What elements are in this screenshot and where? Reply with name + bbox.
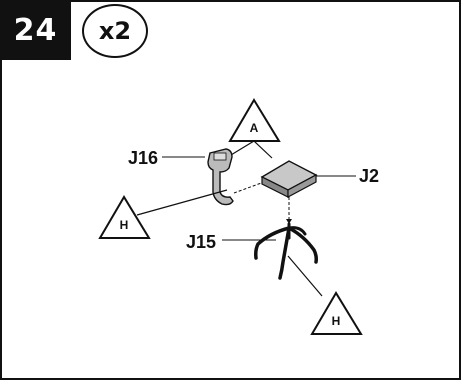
tool-a-label: A bbox=[250, 121, 259, 135]
tool-h-triangle-left: H bbox=[98, 195, 151, 239]
part-j2 bbox=[260, 160, 318, 199]
connection-dashed-line bbox=[233, 181, 265, 194]
leader-line bbox=[136, 189, 228, 216]
part-j15-label: J15 bbox=[186, 232, 216, 252]
part-j15 bbox=[254, 222, 318, 280]
tool-h-label: H bbox=[332, 314, 341, 328]
leader-line bbox=[253, 140, 273, 159]
quantity-badge: x2 bbox=[82, 4, 148, 58]
tool-h-label: H bbox=[120, 218, 129, 232]
instruction-frame bbox=[0, 0, 461, 380]
step-number-badge: 24 bbox=[0, 0, 71, 60]
part-j16 bbox=[207, 148, 234, 206]
tool-h-triangle-bottom: H bbox=[310, 291, 363, 335]
part-j2-label: J2 bbox=[359, 166, 379, 186]
arrow-head bbox=[286, 219, 292, 224]
tool-a-triangle: A bbox=[228, 98, 281, 142]
part-j16-label: J16 bbox=[128, 148, 158, 168]
leader-line bbox=[287, 255, 323, 297]
